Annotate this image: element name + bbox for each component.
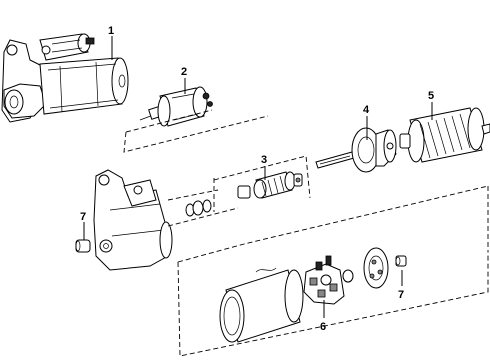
callout-2: 2 (181, 66, 187, 78)
drive-gear-part (237, 171, 303, 199)
exploded-view-dashes (123, 109, 489, 357)
callout-6: 6 (320, 321, 326, 333)
callout-3: 3 (261, 154, 267, 166)
leader-lines (83, 36, 433, 318)
end-cap-part (342, 247, 407, 289)
callout-7-left: 7 (80, 211, 86, 223)
callout-1: 1 (108, 25, 114, 37)
armature-shaft-part (315, 127, 397, 173)
field-frame (219, 267, 304, 343)
callout-5: 5 (428, 90, 434, 102)
solenoid-part (139, 86, 213, 127)
brush-holder-part (303, 255, 345, 305)
drive-housing (93, 169, 173, 271)
callout-7-right: 7 (398, 289, 404, 301)
starter-assembly (1, 33, 129, 123)
bushing-and-rings (75, 199, 212, 253)
callout-4: 4 (363, 104, 370, 116)
armature-part (399, 107, 490, 163)
